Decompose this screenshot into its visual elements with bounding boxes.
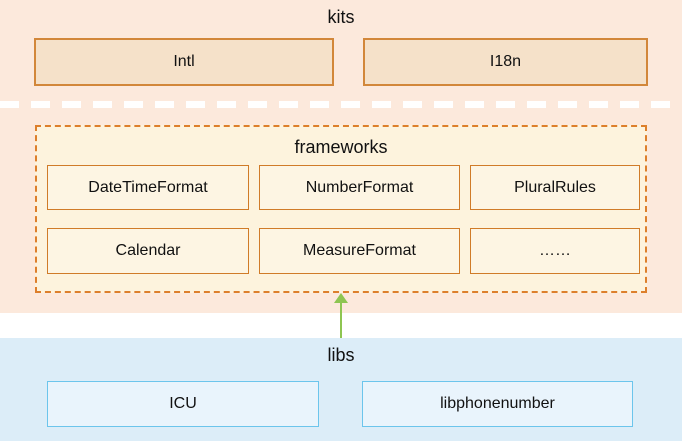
- frameworks-box-pluralrules: PluralRules: [470, 165, 640, 210]
- up-arrow-stem: [340, 302, 342, 338]
- libs-section: libs ICU libphonenumber: [0, 338, 682, 441]
- frameworks-section-title: frameworks: [294, 137, 388, 157]
- libs-box-icu-label: ICU: [169, 395, 197, 412]
- frameworks-box-datetimeformat: DateTimeFormat: [47, 165, 249, 210]
- libs-box-libphonenumber-label: libphonenumber: [440, 395, 555, 412]
- kits-box-i18n: I18n: [363, 38, 648, 86]
- frameworks-box-measureformat-label: MeasureFormat: [303, 242, 416, 259]
- libs-box-icu: ICU: [47, 381, 319, 427]
- frameworks-box-calendar-label: Calendar: [115, 242, 181, 259]
- kits-box-intl-label: Intl: [173, 53, 195, 70]
- kits-box-intl: Intl: [34, 38, 334, 86]
- kits-section-title: kits: [327, 7, 355, 27]
- kits-frameworks-region: kits Intl I18n frameworks DateTimeFormat…: [0, 0, 682, 313]
- frameworks-box-numberformat-label: NumberFormat: [305, 178, 414, 196]
- white-dashed-divider: [0, 101, 682, 108]
- frameworks-box-datetimeformat-label: DateTimeFormat: [88, 178, 208, 196]
- up-arrow-icon: [334, 293, 348, 303]
- frameworks-box-numberformat: NumberFormat: [259, 165, 460, 210]
- frameworks-box-calendar: Calendar: [47, 228, 249, 274]
- frameworks-box-measureformat: MeasureFormat: [259, 228, 460, 274]
- frameworks-box-ellipsis: ……: [470, 228, 640, 274]
- libs-box-libphonenumber: libphonenumber: [362, 381, 633, 427]
- frameworks-box-ellipsis-label: ……: [539, 242, 571, 259]
- libs-section-title: libs: [327, 345, 355, 365]
- frameworks-container: frameworks DateTimeFormat NumberFormat P…: [35, 125, 647, 293]
- kits-box-i18n-label: I18n: [489, 53, 522, 70]
- frameworks-box-pluralrules-label: PluralRules: [514, 178, 596, 196]
